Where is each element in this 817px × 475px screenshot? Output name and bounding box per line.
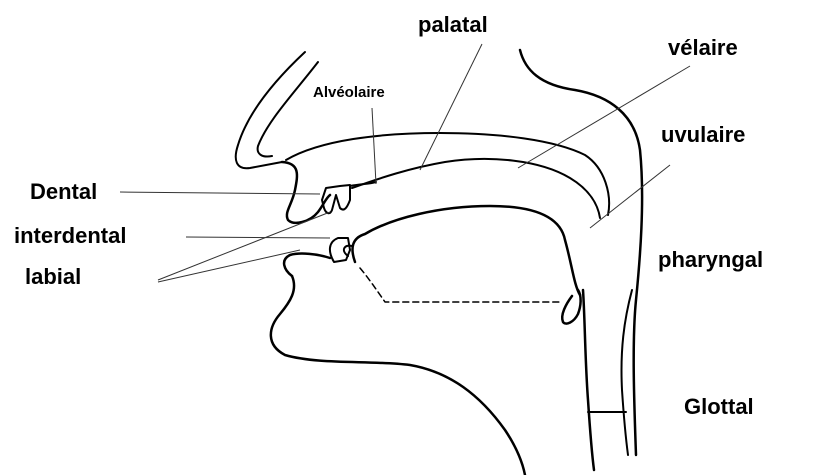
pointer-labial-upper — [158, 212, 330, 280]
upper-lip — [282, 162, 330, 223]
label-interdental: interdental — [14, 225, 126, 247]
pointer-interdental — [186, 237, 330, 238]
label-velaire: vélaire — [668, 37, 738, 59]
mouth-floor — [360, 268, 560, 302]
lower-teeth — [330, 238, 350, 262]
pharynx-back-wall — [520, 50, 642, 455]
label-labial: labial — [25, 266, 81, 288]
tongue — [352, 206, 580, 295]
esophagus-line — [621, 290, 632, 455]
chin-and-neck — [271, 276, 525, 475]
label-uvulaire: uvulaire — [661, 124, 745, 146]
nose-outer-line — [236, 52, 305, 168]
alveolar-ridge — [350, 182, 376, 186]
pointer-dental — [120, 192, 320, 194]
pointer-palatal — [420, 44, 482, 170]
pointer-labial-lower — [158, 250, 300, 282]
label-glottal: Glottal — [684, 396, 754, 418]
nose-inner-line — [258, 62, 318, 157]
label-pharyngal: pharyngal — [658, 249, 763, 271]
label-palatal: palatal — [418, 14, 488, 36]
label-alveolaire: Alvéolaire — [313, 85, 385, 100]
hard-palate-lower — [352, 159, 600, 218]
lower-lip — [284, 254, 330, 276]
pointer-alveolaire — [372, 108, 376, 184]
larynx-front — [583, 290, 594, 470]
label-dental: Dental — [30, 181, 97, 203]
epiglottis — [562, 290, 580, 324]
